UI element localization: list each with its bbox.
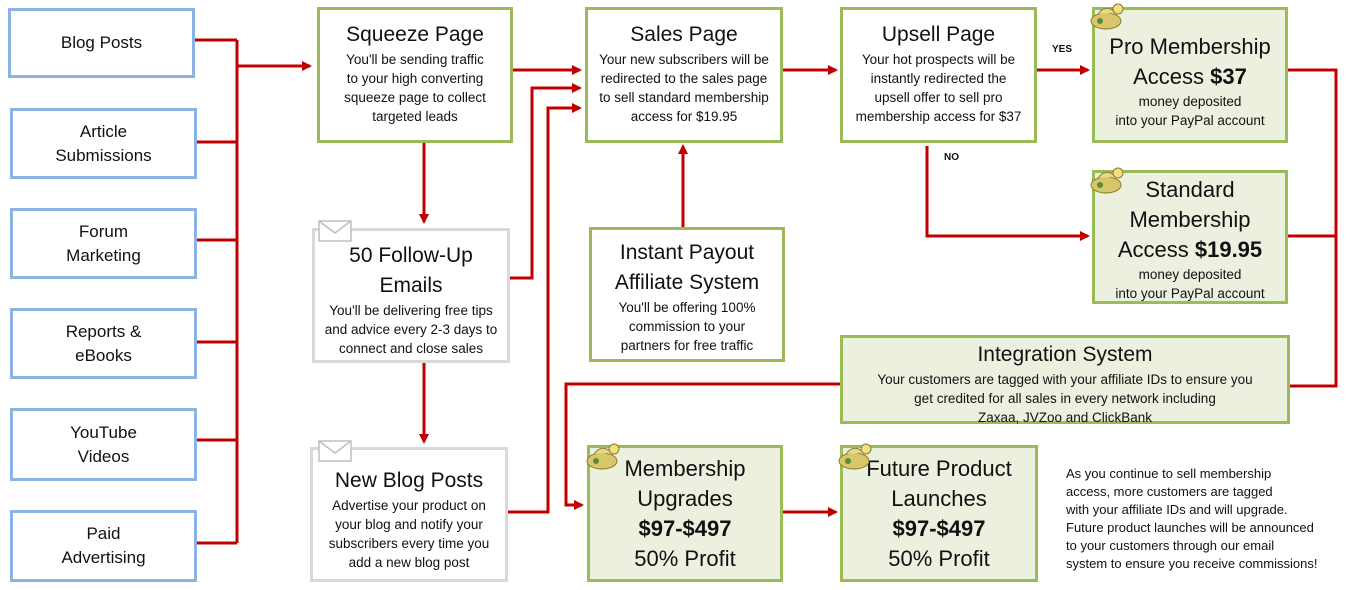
affiliate-system-title: Instant Payout Affiliate System — [614, 241, 760, 294]
affiliate-system-body: You'll be offering 100% commission to yo… — [618, 300, 756, 353]
source-reports-ebooks: Reports & eBooks — [10, 308, 197, 379]
future-launches-profit: 50% Profit — [888, 546, 990, 571]
membership-upgrades-price: $97-$497 — [638, 516, 732, 541]
squeeze-page-title: Squeeze Page — [346, 23, 484, 46]
source-label: Paid Advertising — [61, 524, 146, 567]
follow-up-emails-title: 50 Follow-Up Emails — [349, 244, 473, 297]
pro-membership-box: Pro Membership Access $37 money deposite… — [1092, 7, 1288, 143]
standard-membership-box: Standard Membership Access $19.95 money … — [1092, 170, 1288, 304]
membership-upgrades-title: Membership Upgrades — [624, 456, 746, 511]
follow-up-emails-box: 50 Follow-Up Emails You'll be delivering… — [312, 228, 510, 363]
integration-system-body: Your customers are tagged with your affi… — [877, 372, 1253, 425]
pro-membership-title: Pro Membership — [1109, 34, 1271, 59]
standard-membership-price: $19.95 — [1194, 237, 1263, 262]
new-blog-posts-body: Advertise your product on your blog and … — [328, 498, 490, 570]
squeeze-page-box: Squeeze Page You'll be sending traffic t… — [317, 7, 513, 143]
upsell-page-box: Upsell Page Your hot prospects will be i… — [840, 7, 1037, 143]
future-launches-title: Future Product Launches — [866, 456, 1012, 511]
sales-page-body: Your new subscribers will be redirected … — [599, 52, 769, 124]
affiliate-system-box: Instant Payout Affiliate System You'll b… — [589, 227, 785, 362]
standard-membership-access: Access $19.95 — [1117, 237, 1263, 262]
source-label: Article Submissions — [55, 121, 152, 165]
note-text: As you continue to sell membership acces… — [1066, 466, 1318, 571]
upsell-page-body: Your hot prospects will be instantly red… — [855, 52, 1022, 124]
sales-page-title: Sales Page — [630, 23, 738, 46]
envelope-icon — [318, 220, 352, 242]
upsell-page-title: Upsell Page — [881, 23, 996, 46]
new-blog-posts-title: New Blog Posts — [334, 469, 484, 492]
money-bag-icon — [586, 443, 620, 470]
envelope-icon — [318, 440, 352, 462]
membership-upgrades-profit: 50% Profit — [634, 546, 736, 571]
yes-label: YES — [1052, 44, 1073, 55]
no-label: NO — [944, 152, 959, 163]
source-label: Blog Posts — [60, 33, 143, 52]
source-label: YouTube Videos — [70, 422, 137, 466]
integration-system-box: Integration System Your customers are ta… — [840, 335, 1290, 425]
source-forum-marketing: Forum Marketing — [10, 208, 197, 279]
integration-system-title: Integration System — [977, 343, 1153, 366]
membership-upgrades-box: Membership Upgrades $97-$497 50% Profit — [587, 445, 783, 582]
future-launches-box: Future Product Launches $97-$497 50% Pro… — [840, 445, 1038, 582]
money-bag-icon — [838, 443, 872, 470]
money-bag-icon — [1090, 3, 1124, 30]
sales-page-box: Sales Page Your new subscribers will be … — [585, 7, 783, 143]
source-label: Forum Marketing — [66, 221, 141, 265]
money-bag-icon — [1090, 167, 1124, 194]
source-youtube-videos: YouTube Videos — [10, 408, 197, 481]
pro-membership-price: $37 — [1210, 64, 1247, 89]
source-blog-posts: Blog Posts — [8, 8, 195, 78]
pro-membership-access: Access $37 — [1133, 64, 1247, 89]
squeeze-page-body: You'll be sending traffic to your high c… — [344, 52, 486, 124]
follow-up-emails-body: You'll be delivering free tips and advic… — [324, 303, 498, 356]
pro-membership-body: money deposited into your PayPal account — [1115, 94, 1265, 128]
source-label: Reports & eBooks — [65, 321, 142, 365]
future-launches-price: $97-$497 — [892, 516, 986, 541]
standard-membership-title: Standard Membership — [1129, 177, 1251, 232]
source-paid-advertising: Paid Advertising — [10, 510, 197, 582]
new-blog-posts-box: New Blog Posts Advertise your product on… — [310, 447, 508, 582]
source-article-submissions: Article Submissions — [10, 108, 197, 179]
standard-membership-body: money deposited into your PayPal account — [1115, 267, 1265, 301]
